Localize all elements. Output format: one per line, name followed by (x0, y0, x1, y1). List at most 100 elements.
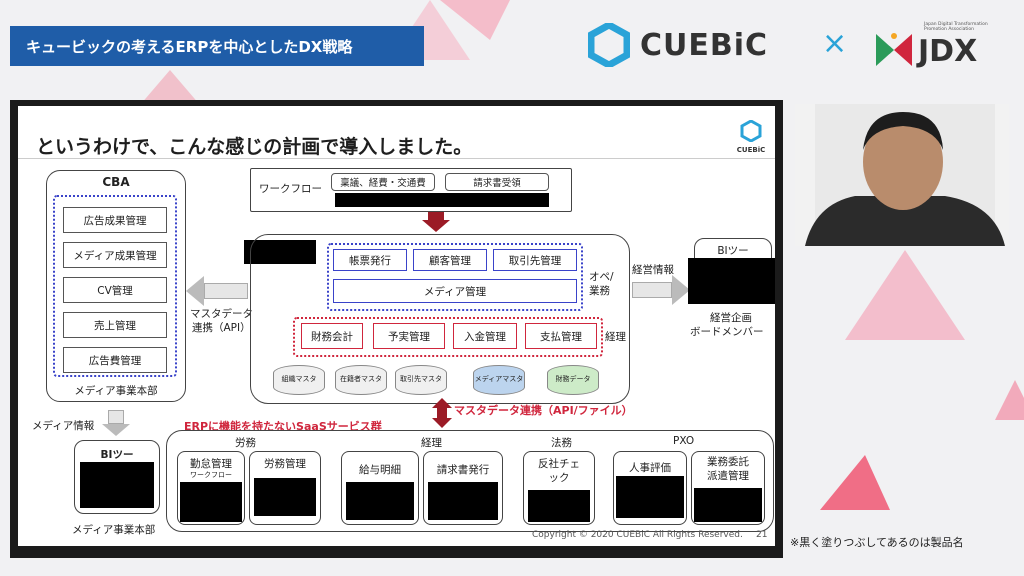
ops-item-2: 顧客管理 (413, 249, 487, 271)
cba-footer: メディア事業本部 (74, 385, 158, 397)
saas-labor-sub: ワークフロー (190, 471, 232, 479)
slide-logo: CUEBiC (733, 119, 769, 154)
ops-item-3: 取引先管理 (493, 249, 577, 271)
saas-pxo-item-1: 人事評価 (613, 451, 687, 525)
saas-labor-item-2-label: 労務管理 (264, 458, 306, 470)
cuebic-small-hexagon-icon (740, 119, 762, 143)
ops-label-2: 業務 (589, 285, 610, 297)
saas-acct-item-1: 給与明細 (341, 451, 419, 525)
left-arrow-body (204, 283, 248, 299)
acct-item-2: 予実管理 (373, 323, 445, 349)
cba-box: CBA 広告成果管理 メディア成果管理 CV管理 売上管理 広告費管理 メディア… (46, 170, 186, 402)
bi-right-title: BIツー (717, 245, 749, 257)
saas-pxo-item-2: 業務委託派遣管理 (691, 451, 765, 525)
redacted-bi-right (688, 258, 775, 304)
ops-dotted-area (327, 243, 583, 311)
sync-arrow-body (437, 408, 447, 418)
cba-item-3: CV管理 (63, 277, 167, 303)
ops-label-1: オペ/ (589, 271, 614, 283)
redacted-product (335, 193, 549, 207)
sync-arrow-down (432, 418, 452, 428)
cba-title: CBA (102, 175, 130, 189)
redacted-product (428, 482, 498, 520)
webcam-video (795, 104, 1009, 246)
ops-item-1: 帳票発行 (333, 249, 407, 271)
redacted-product (254, 478, 316, 516)
title-underline (18, 158, 775, 159)
saas-acct-item-2: 請求書発行 (423, 451, 503, 525)
acct-label: 経理 (605, 331, 626, 343)
right-arrow-body (632, 282, 672, 298)
db-media-master: メディアマスタ (473, 365, 525, 395)
saas-box: 労務 勤怠管理 ワークフロー 労務管理 経理 給与明細 請求書発行 法務 (166, 430, 774, 532)
cba-item-5: 広告費管理 (63, 347, 167, 373)
page-number: 21 (756, 530, 768, 540)
saas-legal-item-label: 反社チェック (538, 458, 580, 484)
cba-item-2: メディア成果管理 (63, 242, 167, 268)
redacted-product (694, 488, 762, 522)
right-arrow-gray (672, 275, 690, 305)
erp-box: 帳票発行 顧客管理 取引先管理 メディア管理 オペ/ 業務 財務会計 予実管理 … (250, 234, 630, 404)
workflow-item-invoice: 請求書受領 (445, 173, 549, 191)
saas-acct-item-2-label: 請求書発行 (436, 464, 490, 476)
saas-labor-item-1: 勤怠管理 ワークフロー (177, 451, 245, 525)
redacted-product (616, 476, 684, 518)
redacted-product (180, 482, 242, 522)
down-arrow-gray (102, 424, 130, 436)
db-org-master: 組織マスタ (273, 365, 325, 395)
down-arrow-body (108, 410, 124, 424)
acct-item-1: 財務会計 (301, 323, 363, 349)
acct-item-4: 支払管理 (525, 323, 597, 349)
copyright: Copyright © 2020 CUEBiC All Rights Reser… (532, 530, 743, 540)
jdx-brand: Japan Digital Transformation Promotion A… (874, 20, 1004, 72)
acct-dotted-area (293, 317, 603, 357)
saas-labor-item-1-label: 勤怠管理 (190, 458, 232, 470)
title-banner: キュービックの考えるERPを中心としたDX戦略 (10, 26, 424, 66)
redacted-product (528, 490, 590, 522)
footnote: ※黒く塗りつぶしてあるのは製品名 (790, 536, 964, 549)
saas-acct-title: 経理 (421, 437, 442, 449)
jdx-subtitle: Japan Digital Transformation Promotion A… (924, 22, 988, 33)
management-info-label: 経営情報 (632, 264, 674, 276)
cba-dotted-area (53, 195, 177, 377)
cuebic-brand-text: CUEBiC (640, 27, 769, 63)
jdx-logo-icon (876, 33, 912, 66)
saas-legal-item: 反社チェック (523, 451, 595, 525)
master-link-line2: 連携（API） (192, 322, 251, 334)
saas-labor-item-2: 労務管理 (249, 451, 321, 525)
master-sync-label: マスタデータ連携（API/ファイル） (454, 404, 633, 417)
sync-arrow-up (432, 398, 452, 408)
cba-item-4: 売上管理 (63, 312, 167, 338)
cuebic-brand: CUEBiC (588, 22, 768, 68)
saas-pxo-title: PXO (673, 435, 695, 447)
saas-acct-item-1-label: 給与明細 (359, 464, 401, 476)
jdx-brand-text: JDX (918, 34, 978, 69)
bi-left-footer: メディア事業本部 (72, 524, 156, 536)
slide-title: というわけで、こんな感じの計画で導入しました。 (36, 136, 473, 158)
bi-left-title: BIツー (100, 449, 134, 461)
acct-item-3: 入金管理 (453, 323, 517, 349)
presenter-avatar-icon (795, 104, 1009, 246)
db-client-master: 取引先マスタ (395, 365, 447, 395)
bi-right-footer-2: ボードメンバー (690, 326, 764, 338)
cuebic-hexagon-icon (588, 23, 630, 67)
master-link-line1: マスタデータ (190, 308, 253, 320)
redacted-bi-left (80, 462, 154, 508)
saas-title: ERPに機能を持たないSaaSサービス群 (184, 420, 382, 433)
slide-content: というわけで、こんな感じの計画で導入しました。 CUEBiC ワークフロー 稟議… (18, 106, 775, 546)
left-arrow-gray (186, 276, 204, 306)
bi-right-footer-1: 経営企画 (710, 312, 752, 324)
down-arrow-red (428, 212, 444, 220)
slide-logo-text: CUEBiC (736, 146, 766, 154)
db-employee-master: 在籍者マスタ (335, 365, 387, 395)
media-management: メディア管理 (333, 279, 577, 303)
down-arrow-head (422, 220, 450, 232)
db-finance-data: 財務データ (547, 365, 599, 395)
cba-item-1: 広告成果管理 (63, 207, 167, 233)
saas-labor-title: 労務 (235, 437, 256, 449)
saas-pxo-item-2-label: 業務委託派遣管理 (707, 456, 749, 482)
saas-pxo-item-1-label: 人事評価 (629, 462, 671, 474)
saas-legal-title: 法務 (551, 437, 572, 449)
cross-symbol: × (822, 26, 848, 61)
